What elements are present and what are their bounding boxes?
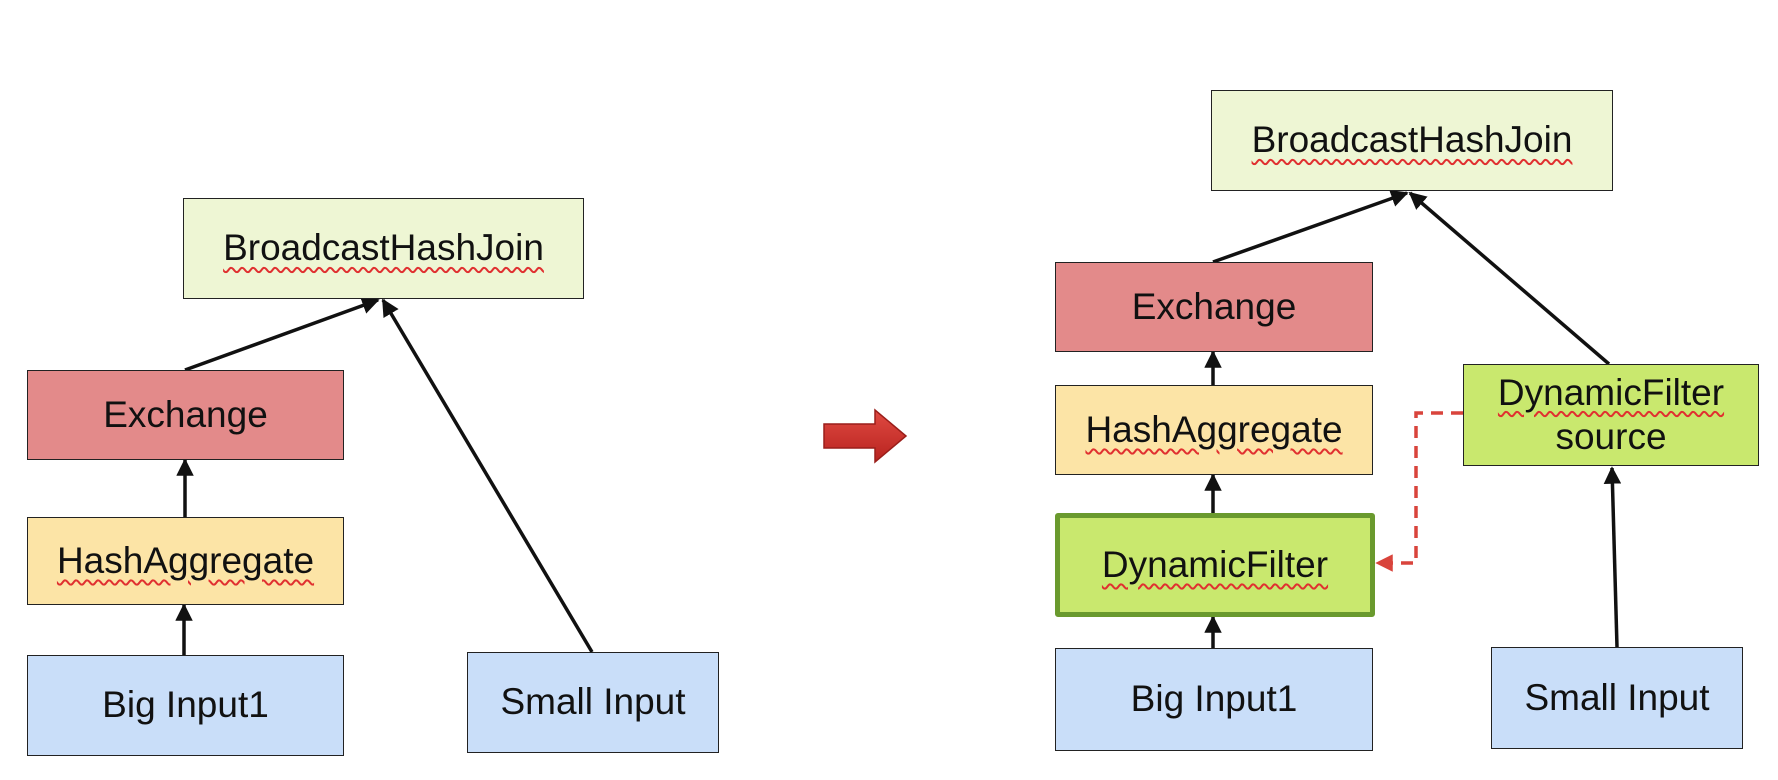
node-label: Big Input1 (102, 684, 269, 726)
node-label: BroadcastHashJoin (223, 227, 544, 269)
node-label: Small Input (500, 681, 686, 723)
edge-right-small-input-to-dfsource (1603, 466, 1622, 648)
node-label: BroadcastHashJoin (1251, 119, 1573, 161)
node-label-line1: DynamicFilter (1497, 371, 1725, 413)
edge-left-small-input-to-join (381, 298, 594, 653)
right-small-input-node: Small Input (1491, 647, 1743, 749)
right-broadcast-hash-join-node: BroadcastHashJoin (1211, 90, 1613, 191)
node-label-line2: source (1555, 416, 1667, 457)
right-dynamic-filter-source-node: DynamicFilter source (1463, 364, 1759, 466)
right-exchange-node: Exchange (1055, 262, 1373, 352)
left-exchange-node: Exchange (27, 370, 344, 460)
right-arrow-icon (823, 408, 908, 464)
left-hash-aggregate-node: HashAggregate (27, 517, 344, 605)
edge-right-dfsource-to-join (1408, 191, 1611, 366)
node-label: Small Input (1524, 676, 1710, 718)
node-label: DynamicFilter (1101, 543, 1329, 585)
left-small-input-node: Small Input (467, 652, 719, 753)
left-broadcast-hash-join-node: BroadcastHashJoin (183, 198, 584, 299)
node-label: Exchange (103, 393, 268, 435)
edge-right-exchange-to-join (1212, 190, 1409, 264)
right-big-input-node: Big Input1 (1055, 648, 1373, 751)
right-hash-aggregate-node: HashAggregate (1055, 385, 1373, 475)
node-label: HashAggregate (1085, 408, 1343, 450)
dynamic-filter-link (1375, 411, 1463, 572)
right-dynamic-filter-node: DynamicFilter (1055, 513, 1375, 617)
node-label: Big Input1 (1130, 678, 1298, 720)
node-label: Exchange (1131, 285, 1297, 327)
node-label: HashAggregate (56, 539, 315, 581)
left-big-input-node: Big Input1 (27, 655, 344, 756)
edge-left-exchange-to-join (184, 297, 380, 372)
